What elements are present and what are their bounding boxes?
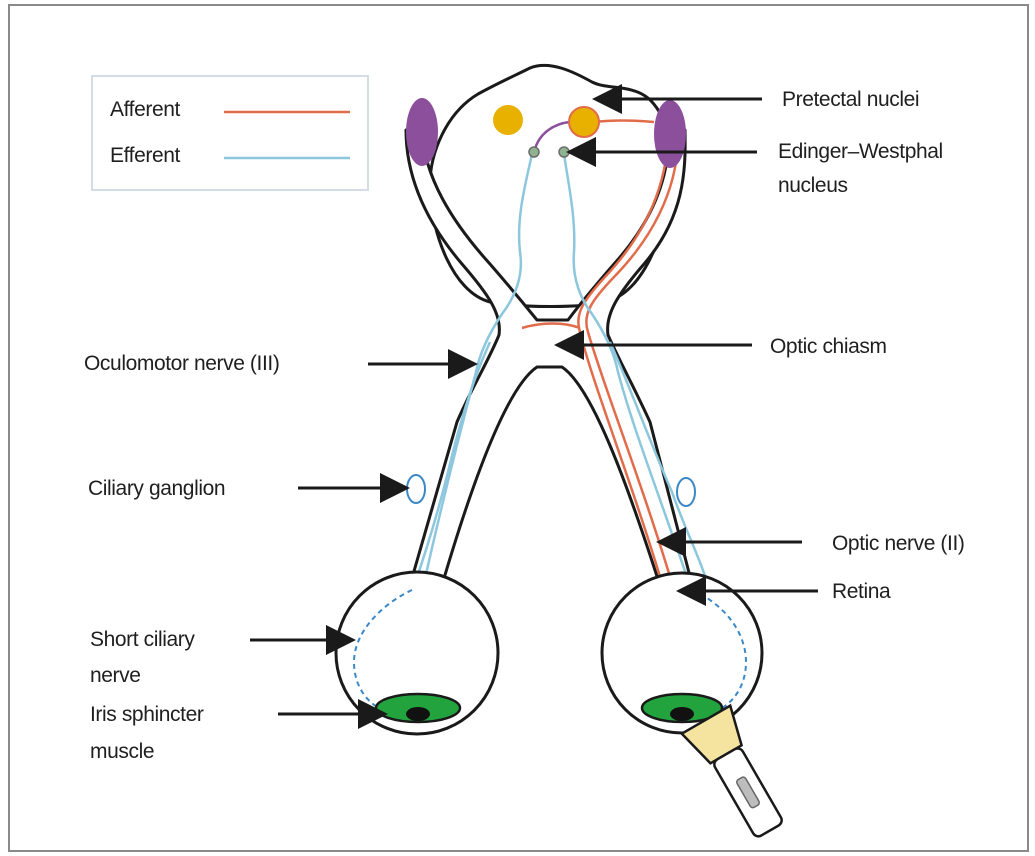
label-retina: Retina (832, 580, 891, 603)
label-short-ciliary-2: nerve (90, 664, 141, 687)
left-pupil (406, 707, 430, 721)
label-oculomotor-nerve: Oculomotor nerve (III) (84, 352, 279, 375)
left-pretectal-nucleus (493, 105, 523, 135)
legend-afferent-label: Afferent (110, 98, 181, 121)
left-lateral-geniculate (406, 98, 438, 166)
penlight-icon (682, 706, 794, 845)
legend-box (92, 76, 368, 190)
eye-icon (336, 572, 498, 734)
eye-icon (602, 573, 762, 733)
label-short-ciliary: Short ciliary (90, 628, 195, 651)
label-ciliary-ganglion: Ciliary ganglion (88, 477, 225, 500)
diagram-frame: Afferent Efferent (8, 4, 1029, 852)
label-iris-sphincter: Iris sphincter (90, 703, 204, 726)
left-ew-nucleus (529, 147, 539, 157)
legend: Afferent Efferent (92, 76, 368, 190)
right-ciliary-ganglion (677, 478, 695, 506)
pupillary-light-reflex-diagram: Afferent Efferent (10, 6, 1031, 854)
right-lateral-geniculate (654, 100, 686, 168)
label-edinger-westphal: Edinger–Westphal (778, 140, 943, 163)
label-optic-chiasm: Optic chiasm (770, 335, 887, 358)
label-iris-sphincter-2: muscle (90, 740, 154, 763)
label-pretectal-nuclei: Pretectal nuclei (782, 88, 919, 111)
right-ew-nucleus (559, 147, 569, 157)
right-pupil (670, 707, 694, 721)
right-pretectal-nucleus (569, 107, 599, 137)
label-optic-nerve: Optic nerve (II) (832, 532, 964, 555)
legend-efferent-label: Efferent (110, 144, 181, 167)
label-edinger-westphal-2: nucleus (778, 174, 848, 197)
left-ciliary-ganglion (407, 475, 425, 503)
